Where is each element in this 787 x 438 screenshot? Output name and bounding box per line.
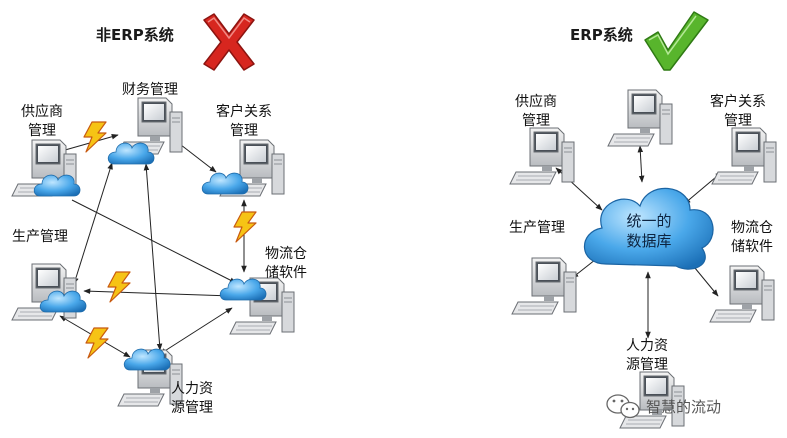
left-connections: [57, 134, 247, 358]
right-panel-title: ERP系统: [570, 26, 633, 44]
node-logistics-right: 物流仓 储软件: [709, 220, 775, 323]
hub-label-1: 统一的: [626, 212, 671, 230]
node-customer: 客户关系 管理: [201, 103, 285, 197]
right-hr-label-1: 人力资: [626, 338, 668, 354]
node-supplier-right: 供应商 管理: [509, 93, 575, 185]
node-customer-label-1: 客户关系: [216, 103, 272, 120]
watermark-text: 智慧的流动: [646, 398, 721, 416]
right-logistics-label-2: 储软件: [731, 239, 773, 255]
node-supplier-label-1: 供应商: [21, 103, 63, 120]
right-logistics-label-1: 物流仓: [731, 220, 773, 236]
computer-icon: [511, 257, 577, 315]
node-hr-right: 人力资 源管理: [619, 338, 685, 429]
node-hr: 人力资 源管理: [117, 348, 213, 416]
right-customer-label-1: 客户关系: [710, 93, 766, 110]
cloud-icon: [583, 187, 714, 270]
lightning-bolt-icon: [85, 327, 109, 359]
left-panel-title: 非ERP系统: [96, 26, 174, 44]
link-finance-production: [73, 162, 113, 285]
node-supplier: 供应商 管理: [11, 103, 81, 197]
link-production-logistics: [83, 288, 233, 299]
node-logistics-label-2: 储软件: [265, 265, 307, 281]
node-finance: 财务管理: [107, 82, 183, 165]
link-logistics-hr: [159, 307, 233, 355]
cloud-icon: [219, 278, 267, 301]
lightning-bolt-icon: [83, 121, 107, 153]
link-hub-top: [637, 145, 645, 183]
cloud-icon: [123, 348, 171, 371]
node-customer-right: 客户关系 管理: [710, 93, 777, 185]
hub-label-2: 数据库: [626, 232, 671, 250]
right-supplier-label-2: 管理: [522, 113, 550, 129]
red-cross-icon: [203, 13, 255, 71]
node-hr-label-1: 人力资: [171, 381, 213, 397]
central-database-cloud: 统一的 数据库: [583, 187, 714, 270]
node-customer-label-2: 管理: [230, 123, 258, 139]
cloud-icon: [107, 142, 155, 165]
left-panel: 非ERP系统 财务管理: [11, 13, 307, 416]
computer-icon: [607, 89, 673, 147]
green-check-icon: [644, 11, 709, 71]
link-supplier-logistics: [71, 199, 237, 284]
node-top-right: [607, 89, 673, 147]
node-production: 生产管理: [11, 229, 87, 321]
lightning-bolt-icon: [107, 271, 131, 303]
wechat-icon: [606, 394, 640, 419]
cloud-icon: [201, 172, 249, 195]
node-finance-label: 财务管理: [122, 82, 178, 98]
link-finance-supplier: [57, 134, 119, 153]
right-panel: ERP系统 统一的 数据库 供应商 管理: [509, 11, 777, 429]
link-finance-hr: [143, 163, 163, 351]
node-production-label: 生产管理: [12, 229, 68, 245]
node-supplier-label-2: 管理: [28, 123, 56, 139]
node-production-right: 生产管理: [509, 220, 577, 315]
right-production-label: 生产管理: [509, 220, 565, 236]
watermark: 智慧的流动: [606, 394, 721, 419]
right-hr-label-2: 源管理: [626, 357, 668, 373]
right-supplier-label-1: 供应商: [515, 93, 557, 110]
computer-icon: [709, 265, 775, 323]
node-hr-label-2: 源管理: [171, 400, 213, 416]
lightning-bolt-icon: [233, 211, 257, 243]
node-logistics-label-1: 物流仓: [265, 246, 307, 262]
node-logistics: 物流仓 储软件: [219, 246, 307, 335]
computer-icon: [711, 127, 777, 185]
computer-icon: [509, 127, 575, 185]
right-customer-label-2: 管理: [724, 113, 752, 129]
